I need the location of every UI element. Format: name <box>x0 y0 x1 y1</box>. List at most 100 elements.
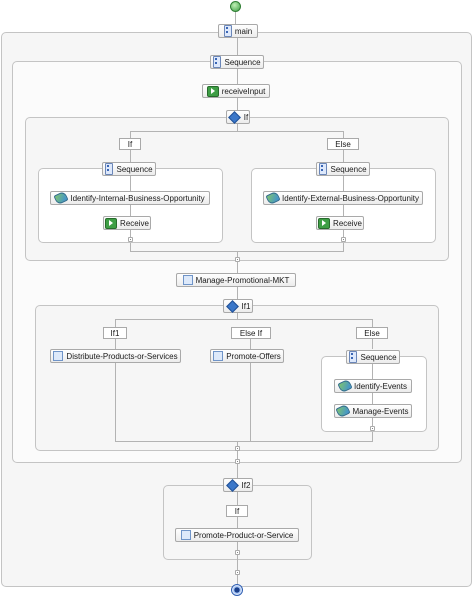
receive-icon <box>105 217 118 229</box>
empty-activity-icon <box>182 275 193 285</box>
collapse-handle[interactable] <box>235 550 240 555</box>
promote-product-node[interactable]: Promote-Product-or-Service <box>175 528 299 542</box>
identify-external-node[interactable]: Identify-External-Business-Opportunity <box>263 190 423 206</box>
connector <box>237 98 238 110</box>
end-node[interactable] <box>231 584 243 596</box>
branch-else-if[interactable]: Else If <box>231 327 271 339</box>
collapse-handle[interactable] <box>235 257 240 262</box>
collapse-handle[interactable] <box>128 237 133 242</box>
if2-label: If2 <box>241 480 251 490</box>
connector <box>237 251 238 257</box>
branch-line <box>130 131 344 132</box>
manage-promotional-node[interactable]: Manage-Promotional-MKT <box>176 273 296 287</box>
connector <box>130 230 131 237</box>
manage-events-node[interactable]: Manage-Events <box>334 403 412 419</box>
if-diamond-icon <box>225 299 239 313</box>
right-receive-node[interactable]: Receive <box>316 216 364 230</box>
connector <box>372 418 373 426</box>
invoke-icon <box>337 378 353 394</box>
connector <box>372 364 373 379</box>
if-diamond-icon <box>225 478 239 492</box>
main-label: main <box>234 26 253 36</box>
connector <box>130 131 131 138</box>
connector <box>130 176 131 191</box>
connector <box>115 339 116 349</box>
branch-if1[interactable]: If1 <box>103 327 127 339</box>
identify-external-label: Identify-External-Business-Opportunity <box>282 193 419 203</box>
left-receive-label: Receive <box>120 218 149 228</box>
connector <box>372 339 373 349</box>
receive-icon <box>206 85 219 97</box>
start-node[interactable] <box>230 1 241 12</box>
connector <box>237 262 238 273</box>
receive-input-label: receiveInput <box>221 86 266 96</box>
collapse-handle[interactable] <box>341 237 346 242</box>
collapse-handle[interactable] <box>235 446 240 451</box>
connector <box>130 243 131 251</box>
branch-line <box>115 319 373 320</box>
if2-node[interactable]: If2 <box>223 478 253 492</box>
connector <box>343 131 344 138</box>
sequence-icon <box>223 25 232 37</box>
left-sequence-node[interactable]: Sequence <box>102 162 156 176</box>
branch-if[interactable]: If <box>119 138 141 150</box>
connector <box>343 230 344 237</box>
connector <box>237 575 238 584</box>
collapse-handle[interactable] <box>235 570 240 575</box>
if1-right-sequence-node[interactable]: Sequence <box>346 350 400 364</box>
connector <box>372 319 373 327</box>
connector <box>237 542 238 550</box>
manage-promotional-label: Manage-Promotional-MKT <box>195 275 290 285</box>
promote-offers-node[interactable]: Promote-Offers <box>210 349 284 363</box>
empty-activity-icon <box>53 351 64 361</box>
left-receive-node[interactable]: Receive <box>103 216 151 230</box>
connector <box>237 441 238 446</box>
connector <box>237 69 238 84</box>
connector <box>343 243 344 251</box>
identify-internal-node[interactable]: Identify-Internal-Business-Opportunity <box>50 190 210 206</box>
collapse-handle[interactable] <box>370 426 375 431</box>
sequence-icon <box>105 163 114 175</box>
connector <box>237 517 238 528</box>
if-node[interactable]: If <box>226 110 250 124</box>
connector <box>237 313 238 319</box>
connector <box>372 393 373 404</box>
right-sequence-node[interactable]: Sequence <box>316 162 370 176</box>
identify-events-label: Identify-Events <box>354 381 407 391</box>
right-sequence-label: Sequence <box>330 164 367 174</box>
connector <box>250 339 251 349</box>
receive-input-node[interactable]: receiveInput <box>202 84 270 98</box>
connector <box>130 205 131 216</box>
connector <box>130 150 131 162</box>
connector <box>343 150 344 162</box>
connector <box>237 38 238 55</box>
connector <box>115 319 116 327</box>
sequence-icon <box>213 56 222 68</box>
if1-label: If1 <box>241 301 251 311</box>
main-node[interactable]: main <box>218 24 258 38</box>
identify-internal-label: Identify-Internal-Business-Opportunity <box>70 193 205 203</box>
sequence-node[interactable]: Sequence <box>210 55 264 69</box>
invoke-icon <box>335 403 352 419</box>
connector <box>250 363 251 441</box>
connector <box>115 363 116 441</box>
branch-else[interactable]: Else <box>356 327 388 339</box>
manage-events-label: Manage-Events <box>352 406 409 416</box>
collapse-handle[interactable] <box>235 459 240 464</box>
branch-if2-if[interactable]: If <box>226 505 248 517</box>
connector <box>237 451 238 459</box>
if-label: If <box>243 112 249 122</box>
distribute-products-node[interactable]: Distribute-Products-or-Services <box>50 349 181 363</box>
empty-activity-icon <box>180 530 191 540</box>
connector <box>237 555 238 570</box>
branch-else[interactable]: Else <box>327 138 359 150</box>
merge-line <box>115 441 373 442</box>
left-sequence-label: Sequence <box>116 164 153 174</box>
identify-events-node[interactable]: Identify-Events <box>334 378 412 394</box>
sequence-label: Sequence <box>224 57 261 67</box>
sequence-icon <box>319 163 328 175</box>
right-receive-label: Receive <box>333 218 362 228</box>
if1-node[interactable]: If1 <box>223 299 253 313</box>
distribute-products-label: Distribute-Products-or-Services <box>66 351 178 361</box>
connector <box>235 12 236 24</box>
